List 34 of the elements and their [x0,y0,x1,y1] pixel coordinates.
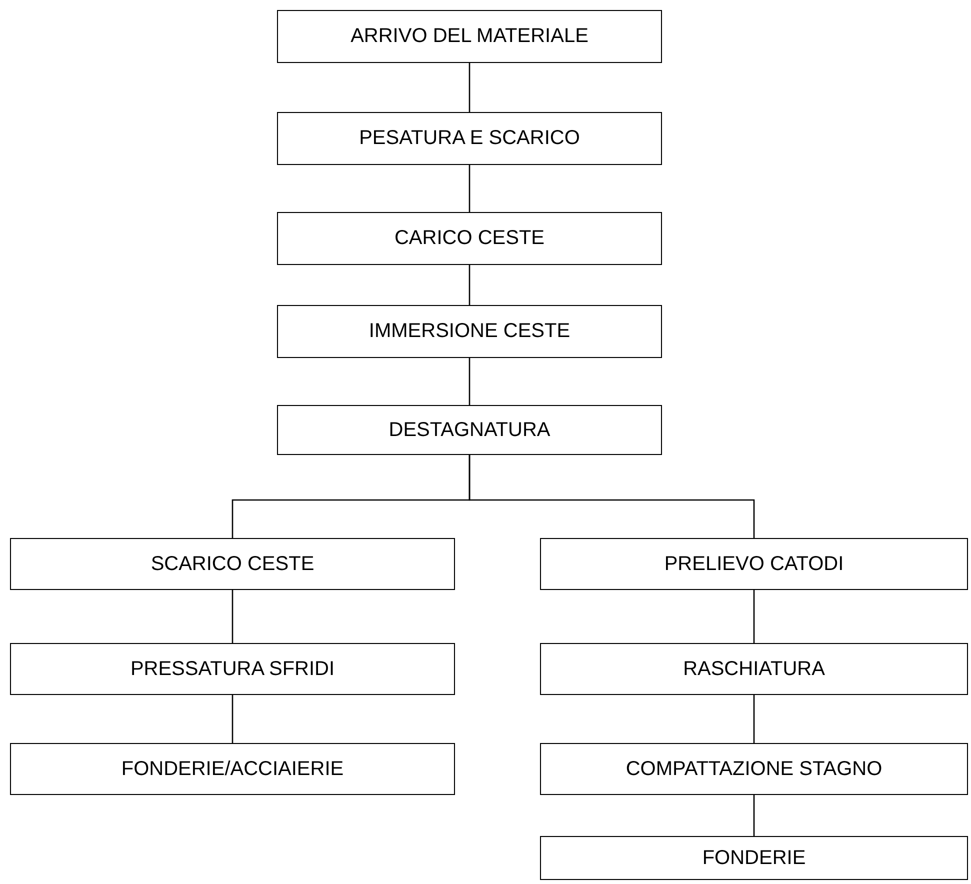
box-label: IMMERSIONE CESTE [368,319,570,344]
box-label: SCARICO CESTE [150,552,314,576]
connector-line [232,695,234,743]
process-box [10,743,455,795]
process-box [277,212,662,265]
box-label: CARICO CESTE [394,226,545,251]
process-box [540,743,968,795]
process-box [10,643,455,695]
box-label: FONDERIE [702,846,806,870]
connector-line [468,265,470,305]
connector-line [753,590,755,643]
connector-line [468,358,470,405]
connector-line [468,165,470,212]
box-label: RASCHIATURA [683,656,825,682]
process-box [277,10,662,63]
process-box [277,112,662,165]
connector-line [753,695,755,743]
box-label: DESTAGNATURA [388,418,550,442]
process-box [10,538,455,590]
box-label: COMPATTAZIONE STAGNO [626,756,882,782]
box-label: PESATURA E SCARICO [359,126,580,151]
connector-line [468,455,755,538]
process-box [540,538,968,590]
connector-line [468,63,470,112]
process-box [277,305,662,358]
box-label: PRELIEVO CATODI [664,552,844,576]
process-box [277,405,662,455]
box-label: ARRIVO DEL MATERIALE [350,24,588,49]
process-box [540,643,968,695]
connector-line [232,590,234,643]
process-box [540,836,968,880]
box-label: PRESSATURA SFRIDI [130,656,335,682]
box-label: FONDERIE/ACCIAIERIE [121,756,344,782]
connector-line [753,795,755,836]
